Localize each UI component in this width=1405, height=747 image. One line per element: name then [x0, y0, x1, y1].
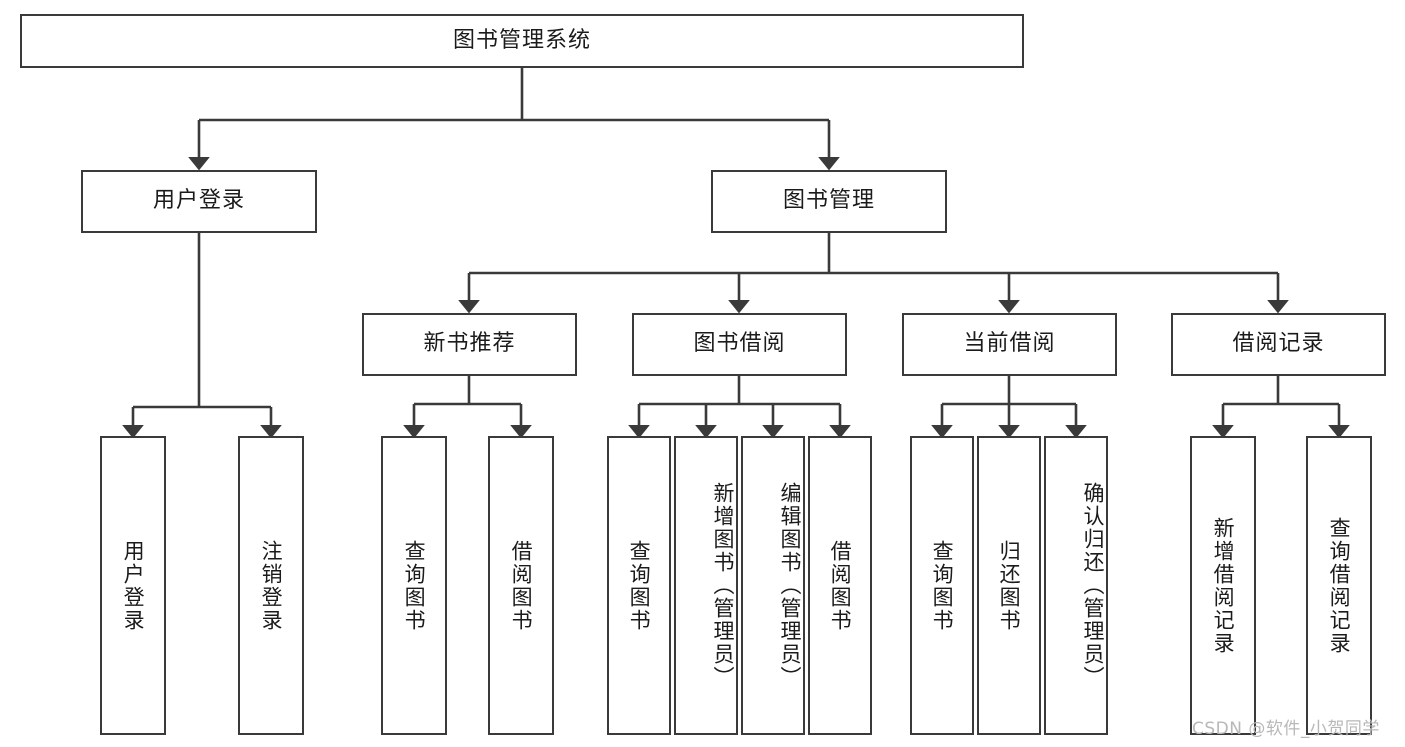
- leaf-new-book-query[interactable]: 查询图书: [381, 436, 447, 735]
- node-label: 图书借阅: [693, 331, 786, 357]
- node-label: 编辑图书（管理员）: [778, 482, 802, 689]
- node-label: 借阅记录: [1232, 331, 1325, 357]
- leaf-book-borrow-add[interactable]: 新增图书（管理员）: [674, 436, 738, 735]
- node-user-login[interactable]: 用户登录: [81, 170, 317, 233]
- node-label: 用户登录: [121, 539, 146, 632]
- node-current-borrow[interactable]: 当前借阅: [902, 313, 1117, 376]
- node-label: 新增借阅记录: [1211, 516, 1236, 655]
- node-label: 确认归还（管理员）: [1081, 482, 1105, 689]
- node-label: 新增图书（管理员）: [711, 482, 735, 689]
- node-new-book-recommend[interactable]: 新书推荐: [362, 313, 577, 376]
- leaf-user-login-login[interactable]: 用户登录: [100, 436, 166, 735]
- node-label: 图书管理: [782, 188, 875, 214]
- node-borrow-record[interactable]: 借阅记录: [1171, 313, 1386, 376]
- node-label: 图书管理系统: [452, 27, 591, 53]
- node-label: 查询图书: [402, 539, 427, 632]
- leaf-new-book-borrow[interactable]: 借阅图书: [488, 436, 554, 735]
- node-label: 当前借阅: [963, 331, 1056, 357]
- node-label: 查询图书: [930, 539, 955, 632]
- node-label: 查询图书: [627, 539, 652, 632]
- node-book-borrow[interactable]: 图书借阅: [632, 313, 847, 376]
- leaf-current-borrow-query[interactable]: 查询图书: [910, 436, 974, 735]
- node-label: 新书推荐: [423, 331, 516, 357]
- csdn-watermark: CSDN @软件_小贺同学: [1192, 719, 1380, 739]
- leaf-current-borrow-confirm-return[interactable]: 确认归还（管理员）: [1044, 436, 1108, 735]
- node-label: 查询借阅记录: [1327, 516, 1352, 655]
- leaf-book-borrow-borrow[interactable]: 借阅图书: [808, 436, 872, 735]
- leaf-borrow-record-add[interactable]: 新增借阅记录: [1190, 436, 1256, 735]
- node-book-management[interactable]: 图书管理: [711, 170, 947, 233]
- leaf-book-borrow-edit[interactable]: 编辑图书（管理员）: [741, 436, 805, 735]
- leaf-user-login-logout[interactable]: 注销登录: [238, 436, 304, 735]
- node-label: 注销登录: [259, 539, 284, 632]
- node-label: 归还图书: [997, 539, 1022, 632]
- node-label: 借阅图书: [828, 539, 853, 632]
- leaf-book-borrow-query[interactable]: 查询图书: [607, 436, 671, 735]
- node-label: 用户登录: [152, 188, 245, 214]
- leaf-borrow-record-query[interactable]: 查询借阅记录: [1306, 436, 1372, 735]
- node-root-book-management-system[interactable]: 图书管理系统: [20, 14, 1024, 68]
- node-label: 借阅图书: [509, 539, 534, 632]
- leaf-current-borrow-return[interactable]: 归还图书: [977, 436, 1041, 735]
